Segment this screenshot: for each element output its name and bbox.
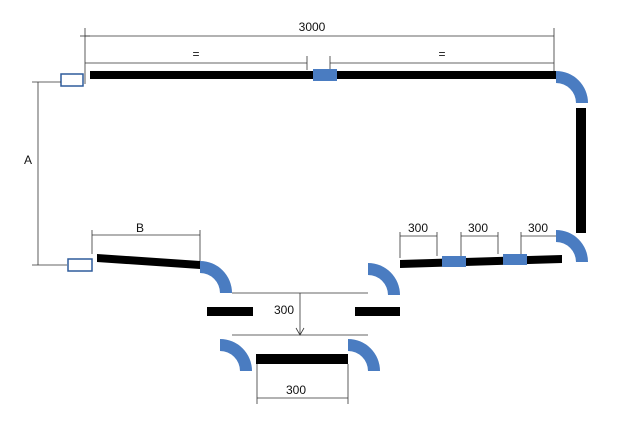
dimension-300-right xyxy=(399,232,556,258)
bottom-left-elbow xyxy=(220,339,252,371)
top-right-elbow xyxy=(556,71,588,103)
top-coupling xyxy=(313,69,337,81)
left-middle-elbow xyxy=(200,261,232,293)
dim-3000-label: 3000 xyxy=(299,20,326,34)
dim-300-right-1-label: 300 xyxy=(408,221,428,235)
dim-a-label: A xyxy=(24,153,32,167)
right-short-pipe xyxy=(355,307,400,316)
dimension-b xyxy=(91,230,201,261)
left-sloped-pipe xyxy=(97,254,200,269)
dim-300-bottom-label: 300 xyxy=(286,383,306,397)
dim-300-right-3-label: 300 xyxy=(528,221,548,235)
top-outlet-stub xyxy=(60,73,84,87)
bottom-right-elbow xyxy=(556,230,588,262)
right-vertical-pipe xyxy=(576,108,586,233)
right-coupling-2 xyxy=(503,254,527,265)
dimension-equal xyxy=(85,56,554,70)
dim-equal-left-label: = xyxy=(192,47,199,61)
dim-300-vertical-label: 300 xyxy=(274,303,294,317)
dim-b-label: B xyxy=(136,221,144,235)
dimension-300-bottom xyxy=(256,364,349,404)
dimension-300-vertical xyxy=(232,292,368,336)
dimension-3000 xyxy=(80,28,555,84)
right-lower-pipe xyxy=(400,255,562,268)
left-short-pipe xyxy=(207,307,253,316)
dim-equal-right-label: = xyxy=(438,47,445,61)
dim-300-right-2-label: 300 xyxy=(468,221,488,235)
bottom-pipe xyxy=(256,354,348,364)
right-coupling-1 xyxy=(442,256,466,267)
right-middle-elbow xyxy=(368,263,400,295)
dimension-a xyxy=(32,81,67,266)
bottom-outlet-stub xyxy=(67,258,93,272)
bottom-right-elbow-lower xyxy=(348,339,380,371)
